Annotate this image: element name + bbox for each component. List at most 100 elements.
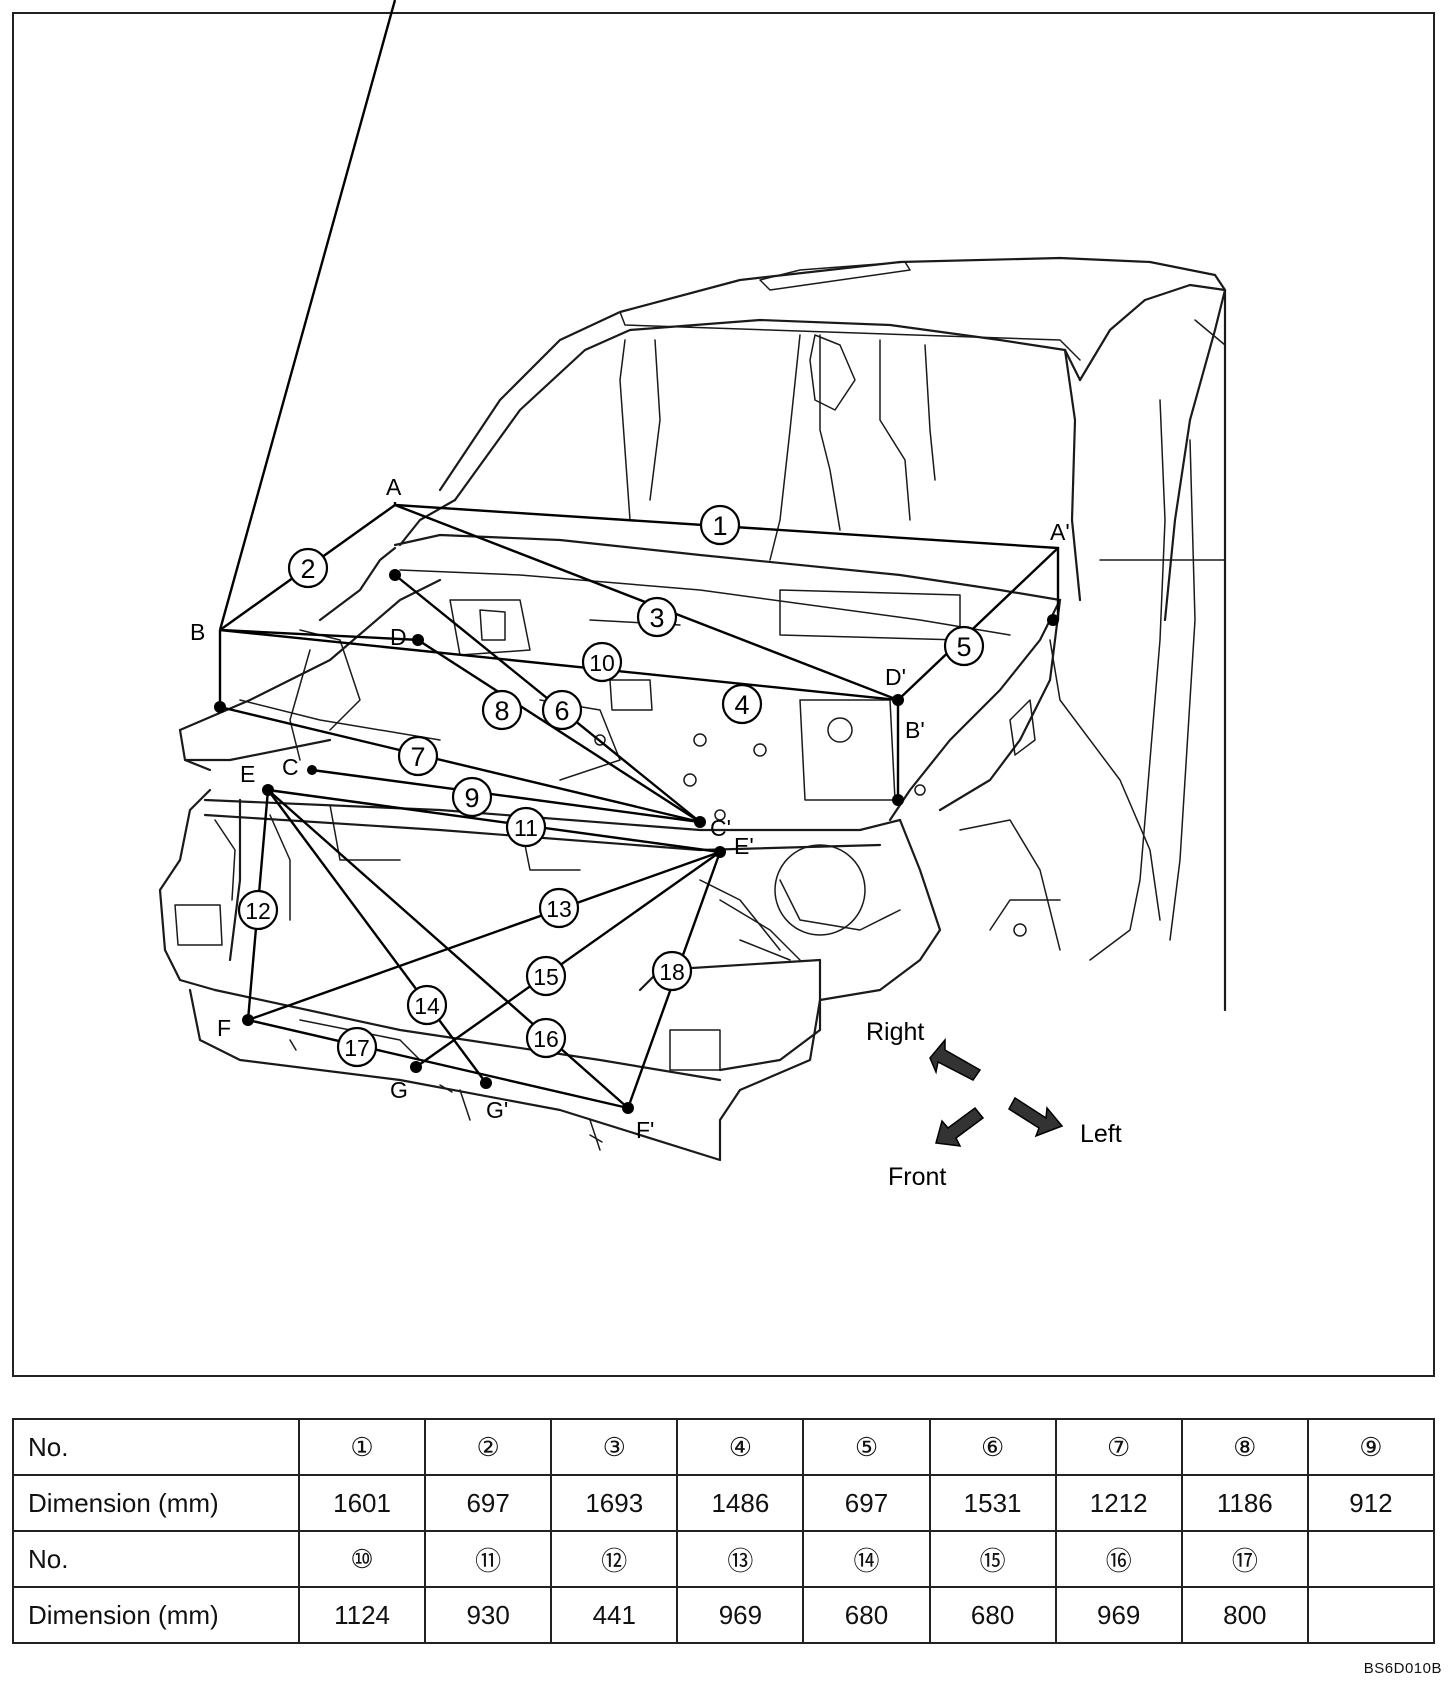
point-d-prime	[892, 694, 904, 706]
table-cell-dimension: 969	[1054, 1586, 1183, 1644]
svg-text:13: 13	[546, 896, 572, 922]
label-g-prime: G'	[486, 1097, 508, 1123]
table-cell-dimension	[1306, 1586, 1436, 1644]
callout-9: 9	[451, 776, 493, 818]
table-cell-no	[1306, 1530, 1436, 1588]
table-cell-no: ⑨	[1306, 1418, 1436, 1476]
callout-12: 12	[237, 889, 279, 931]
table-cell-no: ⑦	[1054, 1418, 1183, 1476]
table-row: No. ① ② ③ ④ ⑤ ⑥ ⑦ ⑧ ⑨	[12, 1418, 1436, 1476]
dimension-table: No. ① ② ③ ④ ⑤ ⑥ ⑦ ⑧ ⑨ Dimension (mm) 160…	[12, 1418, 1436, 1644]
label-b-prime: B'	[905, 717, 925, 743]
point-f	[242, 1014, 254, 1026]
label-g: G	[390, 1077, 408, 1103]
table-cell-dimension: 1531	[928, 1474, 1057, 1532]
table-cell-dimension: 680	[928, 1586, 1057, 1644]
table-row: No. ⑩ ⑪ ⑫ ⑬ ⑭ ⑮ ⑯ ⑰	[12, 1530, 1436, 1588]
svg-text:8: 8	[494, 696, 509, 726]
table-cell-dimension: 441	[550, 1586, 679, 1644]
callout-18: 18	[651, 950, 693, 992]
point-b-prime	[892, 794, 904, 806]
table-cell-no: ⑭	[802, 1530, 931, 1588]
table-cell-no: ⑯	[1054, 1530, 1183, 1588]
table-cell-dimension: 697	[802, 1474, 931, 1532]
table-cell-dimension: 912	[1306, 1474, 1436, 1532]
table-cell-no: ⑩	[297, 1530, 427, 1588]
svg-text:4: 4	[734, 690, 749, 720]
callout-1: 1	[699, 504, 741, 546]
callout-7: 7	[397, 735, 439, 777]
point-g	[410, 1061, 422, 1073]
direction-front-label: Front	[888, 1163, 946, 1191]
svg-text:15: 15	[533, 964, 559, 990]
svg-text:2: 2	[300, 554, 315, 584]
point-f-prime	[622, 1102, 634, 1114]
callout-10: 10	[581, 641, 623, 683]
table-cell-dimension: 1693	[550, 1474, 679, 1532]
front-arrow-icon	[935, 1106, 985, 1147]
svg-text:1: 1	[712, 511, 727, 541]
label-c-prime: C'	[710, 815, 731, 841]
direction-left-label: Left	[1080, 1120, 1122, 1148]
table-cell-no: ⑮	[928, 1530, 1057, 1588]
callout-16: 16	[525, 1017, 567, 1059]
point-b	[214, 701, 226, 713]
callouts: 1 2 3 4 5 6 7 8 9 10 11 12 13 14 15 16 1…	[237, 504, 985, 1068]
reference-points	[214, 569, 1059, 1114]
table-cell-no: ⑧	[1180, 1418, 1309, 1476]
callout-4: 4	[721, 683, 763, 725]
table-cell-dimension: 969	[676, 1586, 805, 1644]
table-cell-no: ①	[297, 1418, 427, 1476]
table-cell-no: ②	[424, 1418, 553, 1476]
table-cell-dimension: 1486	[676, 1474, 805, 1532]
svg-text:5: 5	[956, 632, 971, 662]
svg-text:18: 18	[659, 959, 685, 985]
table-cell-dimension: 1186	[1180, 1474, 1309, 1532]
direction-right-label: Right	[866, 1018, 924, 1046]
svg-text:3: 3	[649, 603, 664, 633]
table-cell-dimension: 680	[802, 1586, 931, 1644]
label-e: E	[240, 761, 255, 787]
figure-code: BS6D010B	[1363, 1660, 1442, 1677]
table-cell-dimension: 1212	[1054, 1474, 1183, 1532]
table-cell-dimension: 1124	[297, 1586, 427, 1644]
point-labels: A A' B B' C C' D D' E E' F F' G G'	[190, 474, 1070, 1143]
row-header-dimension: Dimension (mm)	[12, 1586, 300, 1644]
point-g-prime	[480, 1077, 492, 1089]
table-cell-no: ④	[676, 1418, 805, 1476]
callout-15: 15	[525, 955, 567, 997]
label-e-prime: E'	[734, 833, 754, 859]
point-c	[307, 765, 317, 775]
svg-text:14: 14	[414, 993, 440, 1019]
label-d-prime: D'	[885, 664, 906, 690]
point-a	[389, 569, 401, 581]
table-cell-no: ⑫	[550, 1530, 679, 1588]
label-f: F	[217, 1015, 231, 1041]
svg-text:12: 12	[245, 898, 271, 924]
svg-text:16: 16	[533, 1026, 559, 1052]
direction-indicator: Right Left Front	[866, 1018, 1122, 1191]
label-d: D	[390, 624, 407, 650]
point-d	[412, 634, 424, 646]
label-b: B	[190, 619, 205, 645]
row-header-no: No.	[12, 1418, 300, 1476]
callout-11: 11	[505, 806, 547, 848]
point-e-prime	[714, 846, 726, 858]
callout-2: 2	[287, 547, 329, 589]
row-header-no: No.	[12, 1530, 300, 1588]
point-a-prime	[1047, 614, 1059, 626]
table-cell-no: ⑰	[1180, 1530, 1309, 1588]
row-header-dimension: Dimension (mm)	[12, 1474, 300, 1532]
svg-text:11: 11	[514, 815, 538, 841]
callout-5: 5	[943, 625, 985, 667]
svg-text:17: 17	[344, 1035, 370, 1061]
measurement-lines	[218, 0, 1060, 1110]
svg-text:7: 7	[410, 742, 425, 772]
table-cell-dimension: 1601	[297, 1474, 427, 1532]
table-cell-no: ⑥	[928, 1418, 1057, 1476]
table-row: Dimension (mm) 1601 697 1693 1486 697 15…	[12, 1474, 1436, 1532]
callout-8: 8	[481, 689, 523, 731]
callout-14: 14	[406, 984, 448, 1026]
table-cell-no: ③	[550, 1418, 679, 1476]
